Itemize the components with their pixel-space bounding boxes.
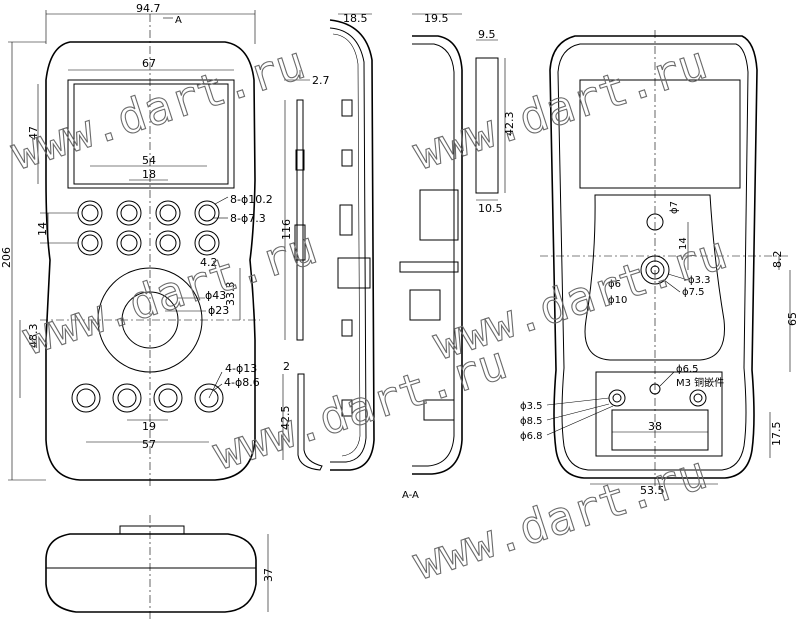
battery-cavity (584, 194, 725, 361)
button-7 (155, 230, 181, 256)
watermark-3: www.dart.ru (17, 220, 323, 365)
shell-depth-label: 18.5 (343, 12, 368, 25)
boss-to-battery-label: 65 (786, 312, 799, 326)
display-height-label: 47 (27, 126, 40, 140)
battery-outer-width-label: 53.5 (640, 484, 665, 497)
post-diam-mid-label: ϕ8.5 (520, 416, 543, 427)
lower-buttons (71, 383, 224, 413)
bottom-outline (45, 533, 257, 613)
rear-view: ϕ7 14 8.2 ϕ6 ϕ10 ϕ3.3 ϕ7.5 65 ϕ6.5 M3 铜嵌… (520, 30, 799, 497)
section-marker-label: A (175, 15, 182, 26)
hole-spacing-label: 14 (678, 237, 689, 250)
lid-length-label: 116 (280, 219, 293, 240)
lid-strip (296, 99, 304, 341)
dpad-offset-label: 4.2 (200, 256, 218, 269)
offset-right-label: 8.2 (771, 251, 784, 269)
aa-section: 19.5 A-A 9.5 42.3 10.5 (399, 12, 516, 501)
button-pitch-outer-label: 54 (142, 154, 156, 167)
lid-profile: 2.7 116 2 42.5 (279, 70, 330, 471)
aa-depth-label: 19.5 (424, 12, 449, 25)
lower-button-diam-inner-label: 4-ϕ8.6 (224, 376, 260, 389)
overall-height-label: 206 (0, 247, 13, 268)
button-3 (155, 200, 181, 226)
clip-shape (297, 373, 323, 471)
aa-shell-outer (412, 35, 463, 475)
upper-button-diam-outer-label: 8-ϕ10.2 (230, 193, 273, 206)
side-section: 18.5 (329, 12, 375, 471)
lower-button-4 (194, 383, 224, 413)
dpad-to-bottom-label: 48.3 (27, 324, 40, 349)
dpad-inner-diam-label: ϕ23 (208, 304, 229, 317)
rear-outline (549, 35, 758, 479)
part-width-bottom-label: 10.5 (478, 202, 503, 215)
boss-diam-outer-label: ϕ10 (608, 295, 627, 306)
clip-length-label: 42.5 (279, 406, 292, 431)
part-length-label: 42.3 (503, 112, 516, 137)
screw-post-right (689, 389, 707, 407)
button-2 (116, 200, 142, 226)
thickness-label: 37 (262, 568, 275, 582)
aa-label: A-A (402, 490, 419, 501)
insert-post (649, 383, 661, 395)
rear-display (579, 79, 741, 189)
lid-offset-label: 2.7 (312, 74, 330, 87)
battery-width-label: 38 (648, 420, 662, 433)
button-4 (194, 200, 220, 226)
lower-button-2 (112, 383, 142, 413)
front-view: 94.7 A 67 206 47 54 18 14 8-ϕ10.2 8-ϕ7.3… (0, 2, 273, 488)
lower-button-pitch-outer-label: 57 (142, 438, 156, 451)
bottom-view: 37 (45, 515, 275, 622)
dpad-height-label: 33.3 (224, 282, 237, 307)
clip-offset-label: 2 (283, 360, 290, 373)
post-diam-inner-label: ϕ3.5 (520, 401, 543, 412)
button-pitch-inner-label: 18 (142, 168, 156, 181)
watermark-5: www.dart.ru (207, 335, 513, 480)
side-part (475, 57, 499, 194)
insert-label: M3 铜嵌件 (676, 377, 724, 389)
boss-label-small: ϕ6 (608, 279, 621, 290)
upper-buttons (77, 200, 220, 256)
button-8 (194, 230, 220, 256)
lower-button-diam-outer-label: 4-ϕ13 (225, 362, 257, 375)
screw-post-left (608, 389, 626, 407)
boss-diam-mid-label: ϕ7.5 (682, 287, 705, 298)
watermark-6: www.dart.ru (407, 445, 713, 590)
boss-diam-inner-label: ϕ3.3 (688, 275, 711, 286)
lower-button-pitch-inner-label: 19 (142, 420, 156, 433)
watermarks: www.dart.ru www.dart.ru www.dart.ru www.… (4, 34, 734, 591)
display-screen (73, 83, 229, 185)
lower-button-3 (153, 383, 183, 413)
dpad-outer-diam-label: ϕ43 (205, 289, 226, 302)
upper-button-spacing-label: 14 (36, 222, 49, 236)
display-width-label: 67 (142, 57, 156, 70)
button-6 (116, 230, 142, 256)
screw-diam-label: ϕ6.5 (676, 364, 699, 375)
overall-width-label: 94.7 (136, 2, 161, 15)
upper-button-diam-inner-label: 8-ϕ7.3 (230, 212, 266, 225)
battery-compartment (595, 371, 723, 457)
display-window (67, 79, 235, 189)
hole-diam-top-label: ϕ7 (669, 201, 680, 214)
part-width-top-label: 9.5 (478, 28, 496, 41)
front-outline (45, 41, 256, 481)
watermark-1: www.dart.ru (5, 35, 311, 180)
battery-height-label: 17.5 (770, 422, 783, 447)
post-diam-outer-label: ϕ6.8 (520, 431, 543, 442)
shell-outer (329, 19, 375, 471)
lower-button-1 (71, 383, 101, 413)
